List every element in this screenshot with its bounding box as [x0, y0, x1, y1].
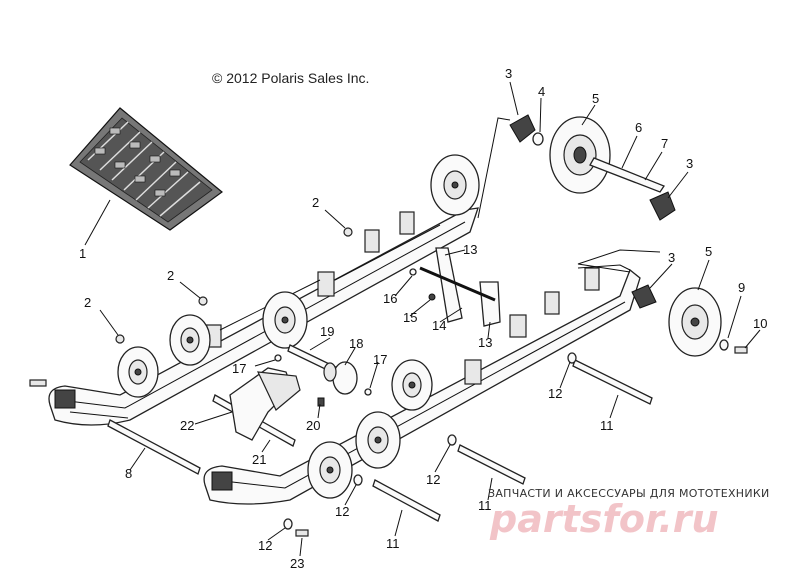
bolt-15[interactable]	[428, 293, 436, 301]
copyright-text: © 2012 Polaris Sales Inc.	[212, 70, 369, 86]
callout-11-a: 11	[600, 418, 614, 433]
callout-5-b: 5	[705, 244, 712, 259]
shaft-8[interactable]	[107, 419, 201, 475]
callout-23: 23	[290, 556, 304, 571]
nut-17-b[interactable]	[364, 388, 372, 396]
leader-lines	[84, 81, 761, 557]
watermark: ЗАПЧАСТИ И АКСЕССУАРЫ ДЛЯ МОТОТЕХНИКИ pa…	[488, 487, 770, 541]
callout-8: 8	[125, 466, 132, 481]
washer-9[interactable]	[719, 339, 729, 351]
bracket-13-lower[interactable]	[479, 281, 501, 327]
track-belt[interactable]	[69, 107, 223, 231]
washer-16[interactable]	[409, 268, 417, 276]
wheel-rail-center-left[interactable]	[262, 291, 308, 349]
nut-17-a[interactable]	[274, 354, 282, 362]
callout-3-c: 3	[668, 250, 675, 265]
callout-9: 9	[738, 280, 745, 295]
callout-1: 1	[79, 246, 86, 261]
callout-22: 22	[180, 418, 194, 433]
wheel-rail-mid-right[interactable]	[355, 411, 401, 469]
bolt-10[interactable]	[734, 346, 748, 354]
callout-3-b: 3	[686, 156, 693, 171]
spacer-18[interactable]	[323, 361, 358, 395]
wheel-rail-mid-left[interactable]	[169, 314, 211, 366]
washer-12-c[interactable]	[353, 474, 363, 486]
callout-13-a: 13	[463, 242, 477, 257]
callout-labels: 1 2 2 2 3 3 3 4 5 5 6 7 8 9 10 11 11 11 …	[79, 66, 767, 571]
left-rail-upper[interactable]	[48, 207, 479, 426]
callout-11-c: 11	[386, 536, 400, 551]
wheel-rail-rear-left[interactable]	[430, 154, 480, 216]
callout-7: 7	[661, 136, 668, 151]
wheel-rail-front-right[interactable]	[307, 441, 353, 499]
watermark-caption: ЗАПЧАСТИ И АКСЕССУАРЫ ДЛЯ МОТОТЕХНИКИ	[488, 487, 770, 500]
callout-2-c: 2	[84, 295, 91, 310]
callout-18: 18	[349, 336, 363, 351]
callout-14: 14	[432, 318, 446, 333]
callout-2-a: 2	[312, 195, 319, 210]
callout-17-a: 17	[232, 361, 246, 376]
shaft-11-right[interactable]	[572, 359, 653, 405]
crossbar-14[interactable]	[419, 266, 496, 302]
washer-12-b[interactable]	[447, 434, 457, 446]
callout-19: 19	[320, 324, 334, 339]
bracket-22[interactable]	[229, 367, 301, 441]
nut-2-a[interactable]	[343, 227, 353, 237]
callout-6: 6	[635, 120, 642, 135]
callout-12-a: 12	[548, 386, 562, 401]
washer-12-a[interactable]	[567, 352, 577, 364]
callout-12-d: 12	[258, 538, 272, 553]
callout-15: 15	[403, 310, 417, 325]
callout-5-a: 5	[592, 91, 599, 106]
bolt-23[interactable]	[295, 529, 309, 537]
callout-21: 21	[252, 452, 266, 467]
callout-12-b: 12	[426, 472, 440, 487]
callout-17-b: 17	[373, 352, 387, 367]
washer-4[interactable]	[532, 132, 544, 146]
bearing-cap-3-right[interactable]	[649, 191, 676, 221]
callout-3-a: 3	[505, 66, 512, 81]
idler-wheel-5-top[interactable]	[549, 116, 611, 194]
callout-10: 10	[753, 316, 767, 331]
callout-2-b: 2	[167, 268, 174, 283]
bearing-cap-3-top[interactable]	[509, 114, 536, 143]
callout-20: 20	[306, 418, 320, 433]
nut-2-c[interactable]	[115, 334, 125, 344]
watermark-logo: partsfor.ru	[489, 497, 719, 541]
bolt-front-left[interactable]	[29, 379, 47, 387]
idler-wheel-5-lower[interactable]	[668, 287, 722, 357]
shaft-11-lower[interactable]	[372, 479, 441, 522]
wheel-rail-center-right[interactable]	[391, 359, 433, 411]
callout-12-c: 12	[335, 504, 349, 519]
callout-11-b: 11	[478, 498, 492, 513]
nut-2-b[interactable]	[198, 296, 208, 306]
screw-20[interactable]	[317, 397, 325, 407]
callout-4: 4	[538, 84, 545, 99]
callout-13-b: 13	[478, 335, 492, 350]
axle-6-7[interactable]	[589, 157, 665, 193]
bracket-13-upper[interactable]	[435, 247, 463, 323]
washer-12-d[interactable]	[283, 518, 293, 530]
callout-16: 16	[383, 291, 397, 306]
shaft-11-middle[interactable]	[457, 444, 526, 485]
wheel-rail-front-left[interactable]	[117, 346, 159, 398]
bearing-cap-3-lower[interactable]	[631, 284, 657, 309]
